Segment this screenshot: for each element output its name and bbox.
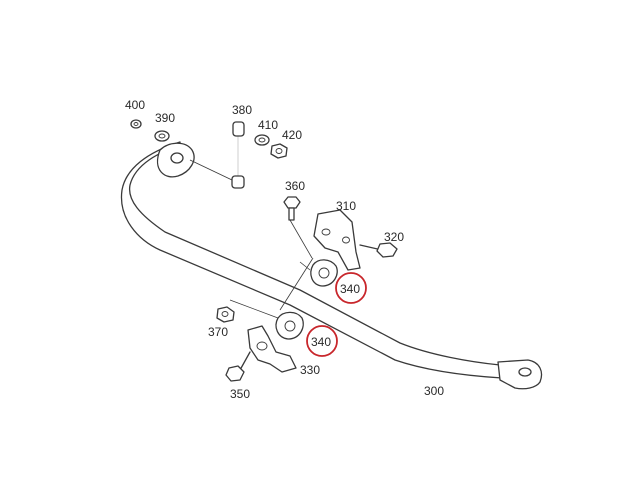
- bolt-320: [359, 242, 398, 258]
- washer-390: [154, 130, 170, 142]
- label-320: 320: [384, 230, 404, 244]
- label-310: 310: [336, 199, 356, 213]
- bolt-350: [225, 351, 251, 382]
- label-350: 350: [230, 387, 250, 401]
- stabilizer-bar-300: [120, 141, 543, 390]
- bushing-340-lower: [275, 257, 314, 340]
- bracket-310: [313, 209, 361, 271]
- label-410: 410: [258, 118, 278, 132]
- highlight-circle-340-upper: [335, 272, 367, 304]
- label-300: 300: [424, 384, 444, 398]
- nut-370: [216, 299, 279, 323]
- label-390: 390: [155, 111, 175, 125]
- washer-400: [130, 119, 142, 129]
- label-400: 400: [125, 98, 145, 112]
- bushing-340-upper: [299, 259, 338, 287]
- label-370: 370: [208, 325, 228, 339]
- label-360: 360: [285, 179, 305, 193]
- washer-410: [254, 134, 270, 146]
- highlight-circle-340-lower: [306, 325, 338, 357]
- label-340-upper: 340: [340, 282, 360, 296]
- label-330: 330: [300, 363, 320, 377]
- label-340-lower: 340: [311, 335, 331, 349]
- link-rod-380: [189, 121, 245, 189]
- label-380: 380: [232, 103, 252, 117]
- bolt-360: [283, 196, 313, 259]
- label-420: 420: [282, 128, 302, 142]
- clamp-330: [247, 325, 297, 373]
- nut-420: [270, 143, 288, 159]
